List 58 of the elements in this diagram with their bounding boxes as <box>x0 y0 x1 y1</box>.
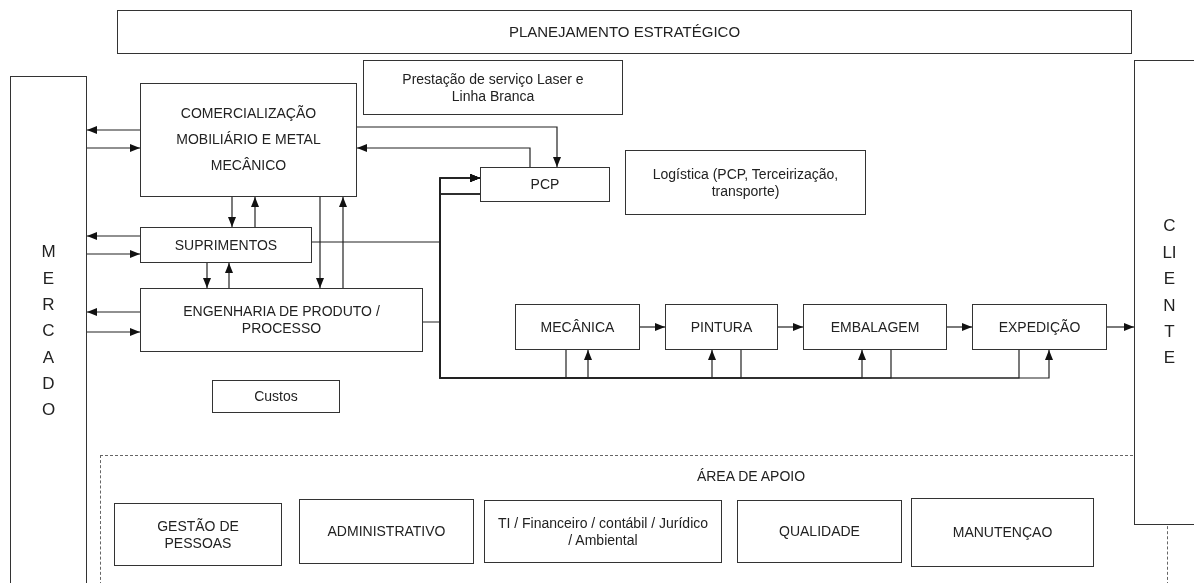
arrow <box>251 196 259 228</box>
box-label: Prestação de serviço Laser e Linha Branca <box>401 70 585 105</box>
process-box <box>972 304 1107 350</box>
process-box <box>803 304 947 350</box>
box-label: MANUTENÇAO <box>952 524 1053 541</box>
arrow <box>86 144 141 152</box>
box-label: PINTURA <box>690 318 753 336</box>
process-box <box>665 304 778 350</box>
arrow <box>86 328 141 336</box>
arrow <box>946 323 973 331</box>
arrow <box>339 196 347 289</box>
arrow <box>86 126 141 134</box>
box-label: Logística (PCP, Terceirização, transporte) <box>651 165 840 200</box>
arrow <box>225 262 233 289</box>
process-box <box>114 503 282 566</box>
process-box <box>625 150 866 215</box>
arrow <box>777 323 804 331</box>
process-box <box>140 227 312 263</box>
process-box <box>363 60 623 115</box>
process-box <box>911 498 1094 567</box>
process-box <box>737 500 902 563</box>
process-box <box>212 380 340 413</box>
arrow <box>203 262 211 289</box>
box-label: GESTÃO DE PESSOAS <box>156 517 240 552</box>
side-band <box>1134 60 1194 525</box>
box-label: PCP <box>530 176 560 193</box>
arrow <box>86 232 141 240</box>
box-label: SUPRIMENTOS <box>174 236 278 254</box>
box-label: Custos <box>254 388 298 405</box>
process-box <box>299 499 474 564</box>
side-band <box>10 76 87 583</box>
process-box <box>117 10 1132 54</box>
process-box <box>140 83 357 197</box>
box-label: PLANEJAMENTO ESTRATÉGICO <box>508 23 741 41</box>
dashed-group-frame <box>100 455 1168 583</box>
box-label: TI / Financeiro / contábil / Jurídico / Ambiental <box>497 514 709 549</box>
process-box <box>515 304 640 350</box>
arrow <box>356 126 561 168</box>
box-label: QUALIDADE <box>779 523 860 540</box>
arrow <box>356 144 531 168</box>
box-label: EMBALAGEM <box>830 318 920 336</box>
process-box <box>484 500 722 563</box>
box-label: COMERCIALIZAÇÃO MOBILIÁRIO E METAL MECÂNICO <box>175 104 322 175</box>
arrow <box>639 323 666 331</box>
vertical-label: MERCADO <box>40 241 57 422</box>
arrow <box>86 308 141 316</box>
box-label: EXPEDIÇÃO <box>998 318 1081 336</box>
process-box <box>140 288 423 352</box>
box-label: MECÂNICA <box>540 318 615 336</box>
arrow <box>316 196 324 289</box>
group-heading: ÁREA DE APOIO <box>695 468 807 484</box>
arrow <box>1106 323 1135 331</box>
box-label: ENGENHARIA DE PRODUTO / PROCESSO <box>182 303 381 337</box>
process-box <box>480 167 610 202</box>
box-label: ADMINISTRATIVO <box>327 523 446 540</box>
vertical-label: CLIENTE <box>1161 215 1178 370</box>
arrow <box>86 250 141 258</box>
arrow <box>228 196 236 228</box>
